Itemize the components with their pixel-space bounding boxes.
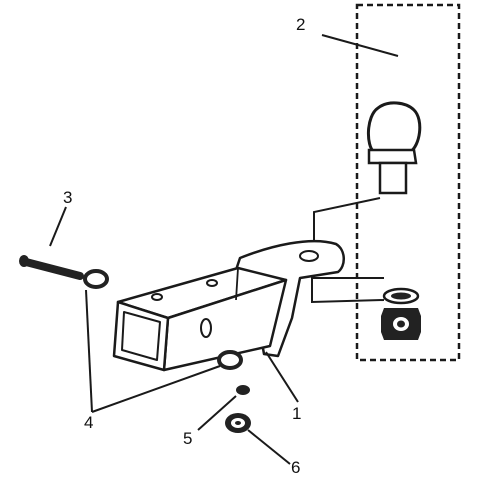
callout-label-2: 2 — [296, 15, 306, 34]
washer-icon — [83, 269, 243, 370]
leader-5 — [197, 395, 237, 431]
hitch-receiver-icon — [112, 239, 345, 372]
hitch-ball-kit-icon — [355, 3, 461, 362]
callout-label-1: 1 — [292, 404, 302, 423]
lock-washer-icon — [236, 385, 250, 395]
callout-leaders — [49, 34, 399, 465]
leader-1 — [265, 351, 299, 403]
nut-icon — [225, 413, 251, 433]
assembly-leader-lines — [311, 197, 385, 304]
pin-icon — [19, 255, 84, 280]
kit-dashed-boundary — [355, 3, 461, 362]
callout-label-6: 6 — [291, 458, 301, 477]
leader-3 — [49, 206, 67, 247]
hitch-ball-icon — [367, 101, 422, 195]
kit-washer-icon — [382, 287, 420, 305]
leader-2 — [321, 34, 399, 57]
callout-label-5: 5 — [183, 429, 193, 448]
leader-4b — [91, 365, 221, 413]
callout-label-4: 4 — [84, 413, 94, 432]
callout-label-3: 3 — [63, 188, 73, 207]
leader-6 — [247, 429, 291, 465]
leader-4a — [85, 289, 93, 413]
kit-nut-icon — [381, 308, 421, 340]
